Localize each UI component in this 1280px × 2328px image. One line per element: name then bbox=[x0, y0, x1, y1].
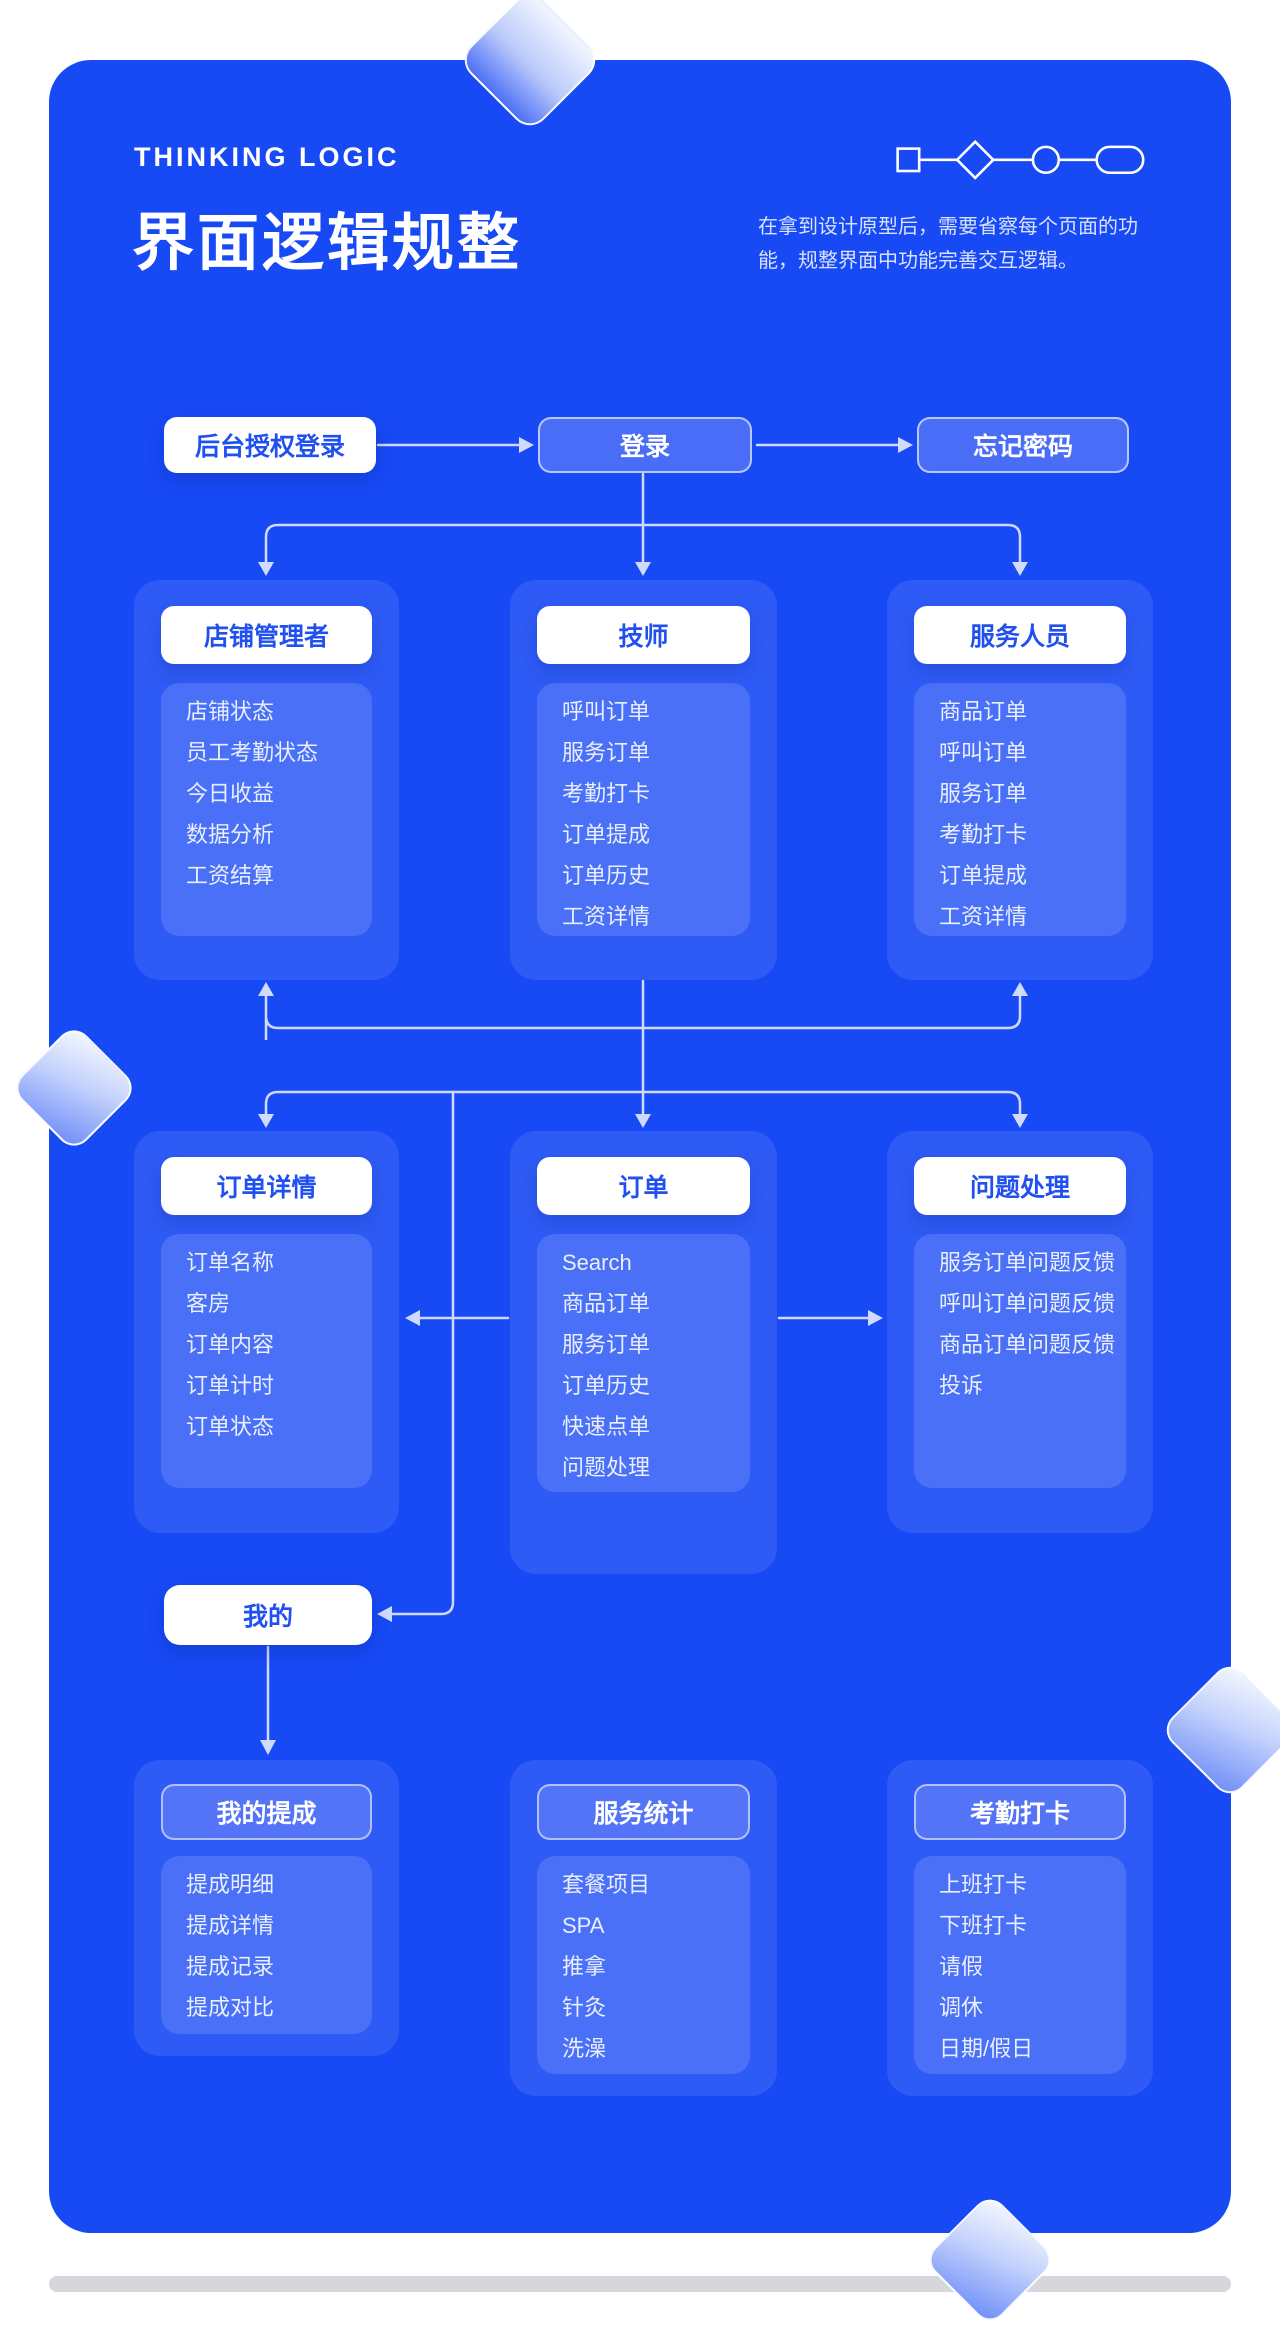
list-item: 服务订单 bbox=[562, 1332, 651, 1357]
list-item: 订单内容 bbox=[186, 1332, 275, 1357]
list-item: 订单历史 bbox=[562, 863, 651, 888]
group-order: 订单 Search 商品订单服务订单订单历史快速点单问题处理 bbox=[510, 1131, 777, 1574]
pill-icon bbox=[1095, 145, 1145, 175]
page-description: 在拿到设计原型后，需要省察每个页面的功能，规整界面中功能完善交互逻辑。 bbox=[758, 216, 1138, 272]
node-forgot-password: 忘记密码 bbox=[917, 417, 1129, 473]
list-item: 员工考勤状态 bbox=[186, 740, 319, 765]
group-title: 我的提成 bbox=[161, 1784, 372, 1840]
list-item: 提成记录 bbox=[186, 1954, 275, 1979]
list-item: 工资详情 bbox=[939, 904, 1028, 929]
list-item: 商品订单问题反馈 bbox=[939, 1332, 1116, 1357]
list-item: 订单提成 bbox=[562, 822, 651, 847]
circle-icon bbox=[1031, 145, 1061, 175]
list-item: 服务订单 bbox=[562, 740, 651, 765]
node-admin-login: 后台授权登录 bbox=[164, 417, 376, 473]
list-item: 考勤打卡 bbox=[562, 781, 651, 806]
list-item: 调休 bbox=[939, 1995, 984, 2020]
list-item: 客房 bbox=[186, 1291, 231, 1316]
group-items: 上班打卡下班打卡请假调休日期/假日 bbox=[914, 1856, 1126, 2074]
eyebrow-text: THINKING LOGIC bbox=[134, 142, 400, 172]
list-item: 下班打卡 bbox=[939, 1913, 1028, 1938]
list-item: 工资结算 bbox=[186, 863, 275, 888]
group-service-stats: 服务统计 套餐项目 SPA 推拿针灸洗澡 bbox=[510, 1760, 777, 2096]
group-items: 店铺状态员工考勤状态今日收益数据分析工资结算 bbox=[161, 683, 372, 936]
group-title: 考勤打卡 bbox=[914, 1784, 1126, 1840]
diamond-icon bbox=[955, 140, 996, 180]
group-items: 呼叫订单服务订单考勤打卡订单提成订单历史工资详情 bbox=[537, 683, 750, 936]
list-item: 商品订单 bbox=[562, 1291, 651, 1316]
decor-shapes-row bbox=[896, 140, 1145, 180]
list-item: 工资详情 bbox=[562, 904, 651, 929]
group-title: 店铺管理者 bbox=[161, 606, 372, 664]
list-item: 快速点单 bbox=[562, 1414, 651, 1439]
list-item: 提成对比 bbox=[186, 1995, 275, 2020]
list-item: 针灸 bbox=[562, 1995, 607, 2020]
next-page-edge bbox=[49, 2276, 1231, 2292]
group-attendance: 考勤打卡 上班打卡下班打卡请假调休日期/假日 bbox=[887, 1760, 1153, 2096]
group-title: 问题处理 bbox=[914, 1157, 1126, 1215]
list-item: SPA bbox=[562, 1913, 605, 1938]
list-item: 投诉 bbox=[939, 1373, 984, 1398]
list-item: 订单名称 bbox=[186, 1250, 275, 1275]
list-item: 今日收益 bbox=[186, 781, 275, 806]
group-technician: 技师 呼叫订单服务订单考勤打卡订单提成订单历史工资详情 bbox=[510, 580, 777, 980]
list-item: 提成明细 bbox=[186, 1872, 275, 1897]
list-item: 订单历史 bbox=[562, 1373, 651, 1398]
group-title: 技师 bbox=[537, 606, 750, 664]
list-item: 店铺状态 bbox=[186, 699, 275, 724]
list-item: 提成详情 bbox=[186, 1913, 275, 1938]
list-item: 呼叫订单 bbox=[939, 740, 1028, 765]
list-item: 订单提成 bbox=[939, 863, 1028, 888]
group-items: 订单名称客房订单内容订单计时订单状态 bbox=[161, 1234, 372, 1488]
list-item: 商品订单 bbox=[939, 699, 1028, 724]
list-item: 订单计时 bbox=[186, 1373, 275, 1398]
list-item: 呼叫订单问题反馈 bbox=[939, 1291, 1116, 1316]
group-title: 服务人员 bbox=[914, 606, 1126, 664]
group-title: 服务统计 bbox=[537, 1784, 750, 1840]
list-item: 洗澡 bbox=[562, 2036, 607, 2061]
list-item: 上班打卡 bbox=[939, 1872, 1028, 1897]
group-title: 订单 bbox=[537, 1157, 750, 1215]
node-mine: 我的 bbox=[164, 1585, 372, 1645]
group-items: 提成明细提成详情提成记录提成对比 bbox=[161, 1856, 372, 2034]
group-service-staff: 服务人员 商品订单呼叫订单服务订单考勤打卡订单提成工资详情 bbox=[887, 580, 1153, 980]
group-issue-handling: 问题处理 服务订单问题反馈呼叫订单问题反馈商品订单问题反馈投诉 bbox=[887, 1131, 1153, 1533]
list-item: Search bbox=[562, 1250, 632, 1275]
group-items: 服务订单问题反馈呼叫订单问题反馈商品订单问题反馈投诉 bbox=[914, 1234, 1126, 1488]
group-order-detail: 订单详情 订单名称客房订单内容订单计时订单状态 bbox=[134, 1131, 399, 1533]
group-title: 订单详情 bbox=[161, 1157, 372, 1215]
list-item: 服务订单问题反馈 bbox=[939, 1250, 1116, 1275]
list-item: 订单状态 bbox=[186, 1414, 275, 1439]
list-item: 服务订单 bbox=[939, 781, 1028, 806]
group-items: Search 商品订单服务订单订单历史快速点单问题处理 bbox=[537, 1234, 750, 1492]
list-item: 考勤打卡 bbox=[939, 822, 1028, 847]
group-items: 商品订单呼叫订单服务订单考勤打卡订单提成工资详情 bbox=[914, 683, 1126, 936]
list-item: 数据分析 bbox=[186, 822, 275, 847]
list-item: 请假 bbox=[939, 1954, 984, 1979]
list-item: 套餐项目 bbox=[562, 1872, 651, 1897]
group-my-commission: 我的提成 提成明细提成详情提成记录提成对比 bbox=[134, 1760, 399, 2056]
group-store-manager: 店铺管理者 店铺状态员工考勤状态今日收益数据分析工资结算 bbox=[134, 580, 399, 980]
list-item: 呼叫订单 bbox=[562, 699, 651, 724]
list-item: 日期/假日 bbox=[939, 2036, 1034, 2061]
list-item: 问题处理 bbox=[562, 1455, 651, 1480]
square-icon bbox=[896, 147, 921, 173]
node-login: 登录 bbox=[538, 417, 752, 473]
page-title: 界面逻辑规整 bbox=[132, 209, 523, 278]
list-item: 推拿 bbox=[562, 1954, 607, 1979]
group-items: 套餐项目 SPA 推拿针灸洗澡 bbox=[537, 1856, 750, 2074]
